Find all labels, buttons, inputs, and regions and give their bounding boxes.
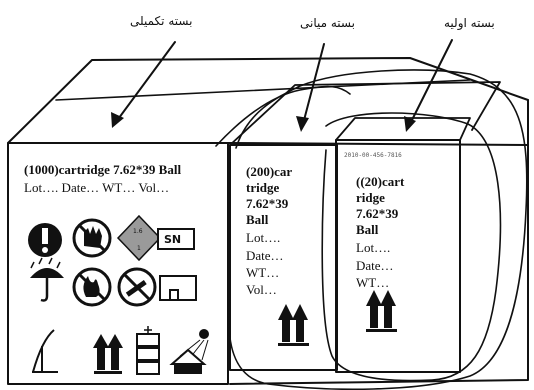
inner-box-date: Date… [356, 258, 394, 273]
outer-package-label: بسته تکمیلی [130, 14, 193, 28]
inner-box-line2: ridge [356, 190, 385, 205]
middle-box-line4: Ball [246, 212, 269, 227]
middle-box-top [229, 81, 501, 146]
outer-box-title: (1000)cartridge 7.62*39 Ball [24, 162, 182, 177]
inner-box-lot: Lot…. [356, 240, 391, 255]
sn-badge-label: SN [164, 233, 182, 246]
middle-package-label: بسته میانی [300, 16, 355, 30]
wrap-scribble-middle [228, 69, 528, 390]
wrap-scribble-inner [321, 112, 502, 382]
handling-box-icon [159, 275, 197, 301]
diamond-class-label: 1.6 [133, 228, 143, 235]
outer-box-details: Lot…. Date… WT… Vol… [24, 180, 170, 195]
middle-box-line2: tridge [246, 180, 280, 195]
middle-up-arrows-icon [278, 304, 309, 346]
no-smoking-icon [117, 267, 157, 307]
diamond-division-label: 1 [137, 245, 141, 252]
stack-limit-icon [136, 326, 160, 375]
arrow-outer-head [111, 112, 124, 128]
middle-box-date: Date… [246, 248, 284, 263]
inner-package-label: بسته اولیه [444, 16, 495, 30]
inner-box-line1: ((20)cart [356, 174, 405, 189]
inner-box-top [335, 117, 471, 141]
inner-box-line4: Ball [356, 222, 379, 237]
inner-box-date-stamp: 2010-00-456-7816 [344, 152, 402, 159]
no-touch-icon [72, 218, 112, 258]
fragile-glass-icon [32, 329, 58, 373]
wrap-scribble-left [215, 85, 351, 147]
middle-box-vol: Vol… [246, 282, 277, 297]
this-way-up-icon [93, 334, 123, 374]
explosive-diamond-icon [116, 214, 162, 262]
outer-box-right-edge [229, 99, 529, 385]
inner-up-arrows-icon [366, 290, 397, 332]
exclamation-icon [28, 223, 62, 257]
middle-box-wt: WT… [246, 265, 280, 280]
arrow-middle-line [302, 43, 325, 125]
middle-box-lot: Lot…. [246, 230, 281, 245]
no-fire-icon [72, 267, 112, 307]
arrow-middle-head [296, 116, 309, 132]
middle-box-line3: 7.62*39 [246, 196, 289, 211]
arrow-inner-head [404, 116, 416, 132]
arrow-inner-line [409, 39, 453, 125]
inner-box-line3: 7.62*39 [356, 206, 399, 221]
umbrella-rain-icon [30, 257, 64, 302]
inner-box-wt: WT… [356, 275, 390, 290]
middle-box-line1: (200)car [246, 164, 293, 179]
keep-from-sun-icon [169, 329, 209, 374]
sn-badge-icon [157, 228, 195, 250]
arrow-outer-line [115, 41, 176, 123]
